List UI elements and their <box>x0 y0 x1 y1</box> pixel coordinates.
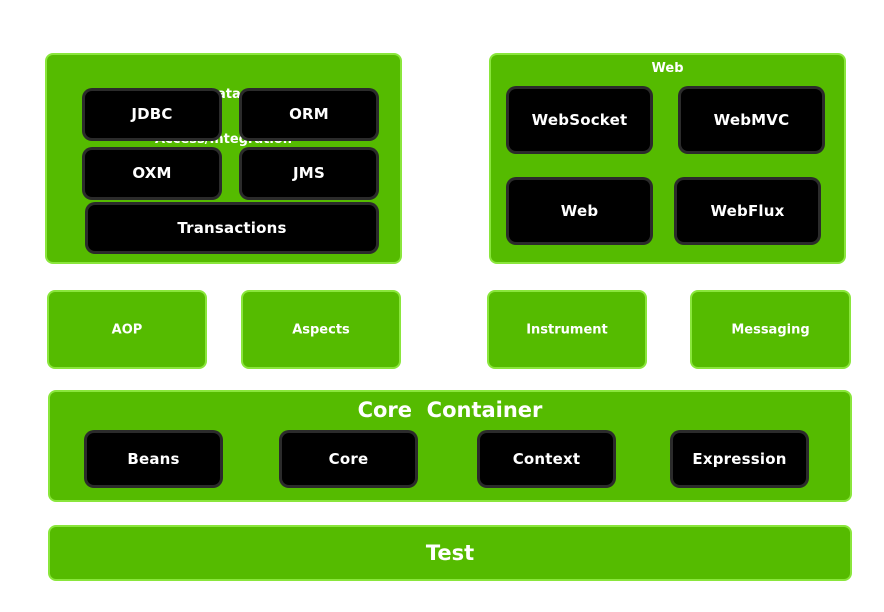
panel-test[interactable] <box>50 527 850 579</box>
module-web[interactable]: Web <box>509 180 650 242</box>
panel-test-title: Test <box>425 541 475 565</box>
module-beans[interactable]: Beans <box>87 433 220 485</box>
module-context[interactable]: Context <box>480 433 613 485</box>
module-transactions-label: Transactions <box>177 218 287 237</box>
module-web-label: Web <box>560 201 599 220</box>
module-messaging-label: Messaging <box>731 322 810 337</box>
module-context-label: Context <box>512 449 581 468</box>
module-jdbc[interactable]: JDBC <box>85 91 219 138</box>
module-instrument[interactable]: Instrument <box>489 292 645 367</box>
module-aspects[interactable]: Aspects <box>243 292 399 367</box>
module-websocket-label: WebSocket <box>531 110 628 129</box>
module-jms-label: JMS <box>293 164 325 183</box>
module-jdbc-label: JDBC <box>131 105 173 124</box>
module-transactions[interactable]: Transactions <box>88 205 376 251</box>
module-expression[interactable]: Expression <box>673 433 806 485</box>
module-webmvc-label: WebMVC <box>713 110 790 129</box>
module-instrument-label: Instrument <box>526 322 608 337</box>
module-core-label: Core <box>328 449 369 468</box>
module-core[interactable]: Core <box>282 433 415 485</box>
module-oxm-label: OXM <box>132 164 172 183</box>
module-jms[interactable]: JMS <box>242 150 376 197</box>
module-expression-label: Expression <box>692 449 787 468</box>
module-oxm[interactable]: OXM <box>85 150 219 197</box>
panel-core-container-title: Core Container <box>357 398 543 422</box>
module-webflux[interactable]: WebFlux <box>677 180 818 242</box>
module-orm-label: ORM <box>289 105 329 124</box>
module-webmvc[interactable]: WebMVC <box>681 89 822 151</box>
module-beans-label: Beans <box>127 449 180 468</box>
panel-web-title: Web <box>651 61 684 76</box>
module-orm[interactable]: ORM <box>242 91 376 138</box>
module-aop-label: AOP <box>111 322 143 337</box>
module-messaging[interactable]: Messaging <box>692 292 849 367</box>
module-aop[interactable]: AOP <box>49 292 205 367</box>
module-websocket[interactable]: WebSocket <box>509 89 650 151</box>
module-webflux-label: WebFlux <box>710 201 785 220</box>
module-aspects-label: Aspects <box>292 322 350 337</box>
